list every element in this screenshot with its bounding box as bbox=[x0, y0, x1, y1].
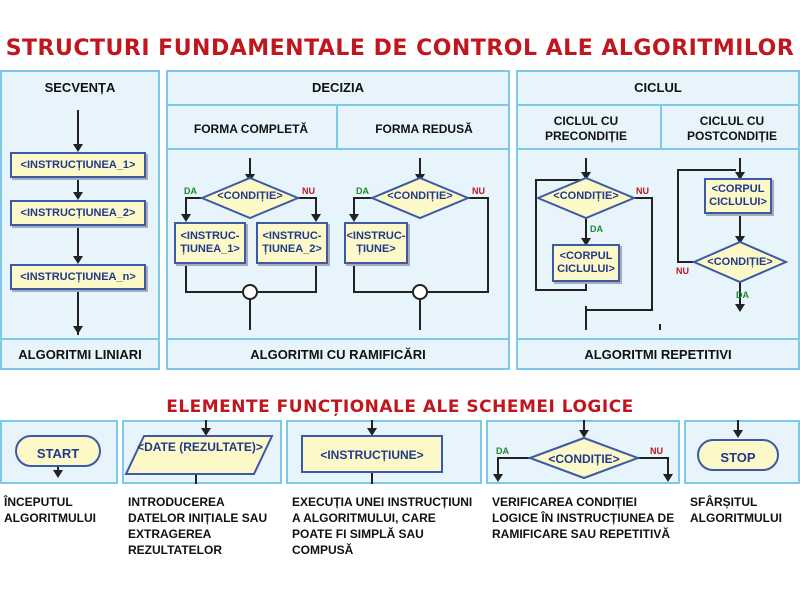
instruction-box-da: <INSTRUC-ȚIUNE> bbox=[344, 222, 408, 264]
forma-redusa-label: FORMA REDUSĂ bbox=[375, 122, 473, 136]
decizia-header: DECIZIA bbox=[312, 80, 364, 95]
panel-ciclul bbox=[516, 70, 800, 370]
conditie-shape: <CONDIȚIE> bbox=[548, 452, 620, 466]
date-description: INTRODUCEREA DATELOR INIȚIALE SAU EXTRAG… bbox=[128, 495, 268, 557]
instruction-box-nu: <INSTRUC-ȚIUNEA_2> bbox=[256, 222, 328, 264]
da-label: DA bbox=[496, 446, 509, 456]
start-description: ÎNCEPUTUL ALGORITMULUI bbox=[4, 495, 96, 525]
da-label: DA bbox=[590, 224, 603, 234]
stop-description: SFÂRȘITUL ALGORITMULUI bbox=[690, 495, 782, 525]
nu-label: NU bbox=[636, 186, 649, 196]
loop-body-box: <CORPUL CICLULUI> bbox=[704, 178, 772, 214]
secventa-flow bbox=[73, 110, 83, 335]
condition-label: <CONDIȚIE> bbox=[387, 190, 453, 202]
divider bbox=[166, 148, 510, 150]
da-label: DA bbox=[736, 290, 749, 300]
ciclul-flow bbox=[535, 158, 789, 330]
section-subtitle: ELEMENTE FUNCȚIONALE ALE SCHEMEI LOGICE bbox=[166, 397, 634, 417]
nu-label: NU bbox=[650, 446, 663, 456]
panel-decizia bbox=[166, 70, 510, 370]
nu-label: NU bbox=[676, 266, 689, 276]
instruction-box-da: <INSTRUC-ȚIUNEA_1> bbox=[174, 222, 246, 264]
secventa-header: SECVENȚA bbox=[44, 80, 116, 95]
condition-label: <CONDIȚIE> bbox=[217, 190, 283, 202]
divider bbox=[660, 104, 662, 150]
secventa-footer: ALGORITMI LINIARI bbox=[0, 338, 160, 370]
page-title: STRUCTURI FUNDAMENTALE DE CONTROL ALE AL… bbox=[5, 36, 795, 61]
loop-body-box: <CORPUL CICLULUI> bbox=[552, 244, 620, 282]
decizia-footer: ALGORITMI CU RAMIFICĂRI bbox=[166, 338, 510, 370]
instruction-box-1: <INSTRUCȚIUNEA_1> bbox=[10, 152, 146, 178]
divider bbox=[516, 104, 800, 106]
elements-flow bbox=[15, 420, 779, 484]
stop-shape: STOP bbox=[720, 450, 756, 465]
instruction-box-2: <INSTRUCȚIUNEA_2> bbox=[10, 200, 146, 226]
da-label: DA bbox=[184, 186, 197, 196]
date-shape: <DATE (REZULTATE)> bbox=[137, 440, 263, 454]
postcond-label: CICLUL CU POSTCONDIȚIE bbox=[686, 114, 777, 143]
start-shape: START bbox=[36, 446, 80, 461]
divider bbox=[516, 148, 800, 150]
condition-label: <CONDIȚIE> bbox=[553, 190, 619, 202]
instructiune-shape: <INSTRUCȚIUNE> bbox=[320, 448, 424, 462]
decizia-flow bbox=[181, 158, 489, 330]
condition-label: <CONDIȚIE> bbox=[707, 256, 773, 268]
divider bbox=[336, 104, 338, 150]
instructiune-description: EXECUȚIA UNEI INSTRUCȚIUNI A ALGORITMULU… bbox=[292, 495, 473, 557]
ciclul-header: CICLUL bbox=[634, 80, 682, 95]
divider bbox=[166, 104, 510, 106]
instruction-box-n: <INSTRUCȚIUNEA_n> bbox=[10, 264, 146, 290]
forma-completa-label: FORMA COMPLETĂ bbox=[193, 122, 309, 136]
nu-label: NU bbox=[472, 186, 485, 196]
conditie-description: VERIFICAREA CONDIȚIEI LOGICE ÎN INSTRUCȚ… bbox=[492, 495, 675, 541]
precond-label: CICLUL CU PRECONDIȚIE bbox=[544, 114, 627, 143]
ciclul-footer: ALGORITMI REPETITIVI bbox=[516, 338, 800, 370]
nu-label: NU bbox=[302, 186, 315, 196]
da-label: DA bbox=[356, 186, 369, 196]
